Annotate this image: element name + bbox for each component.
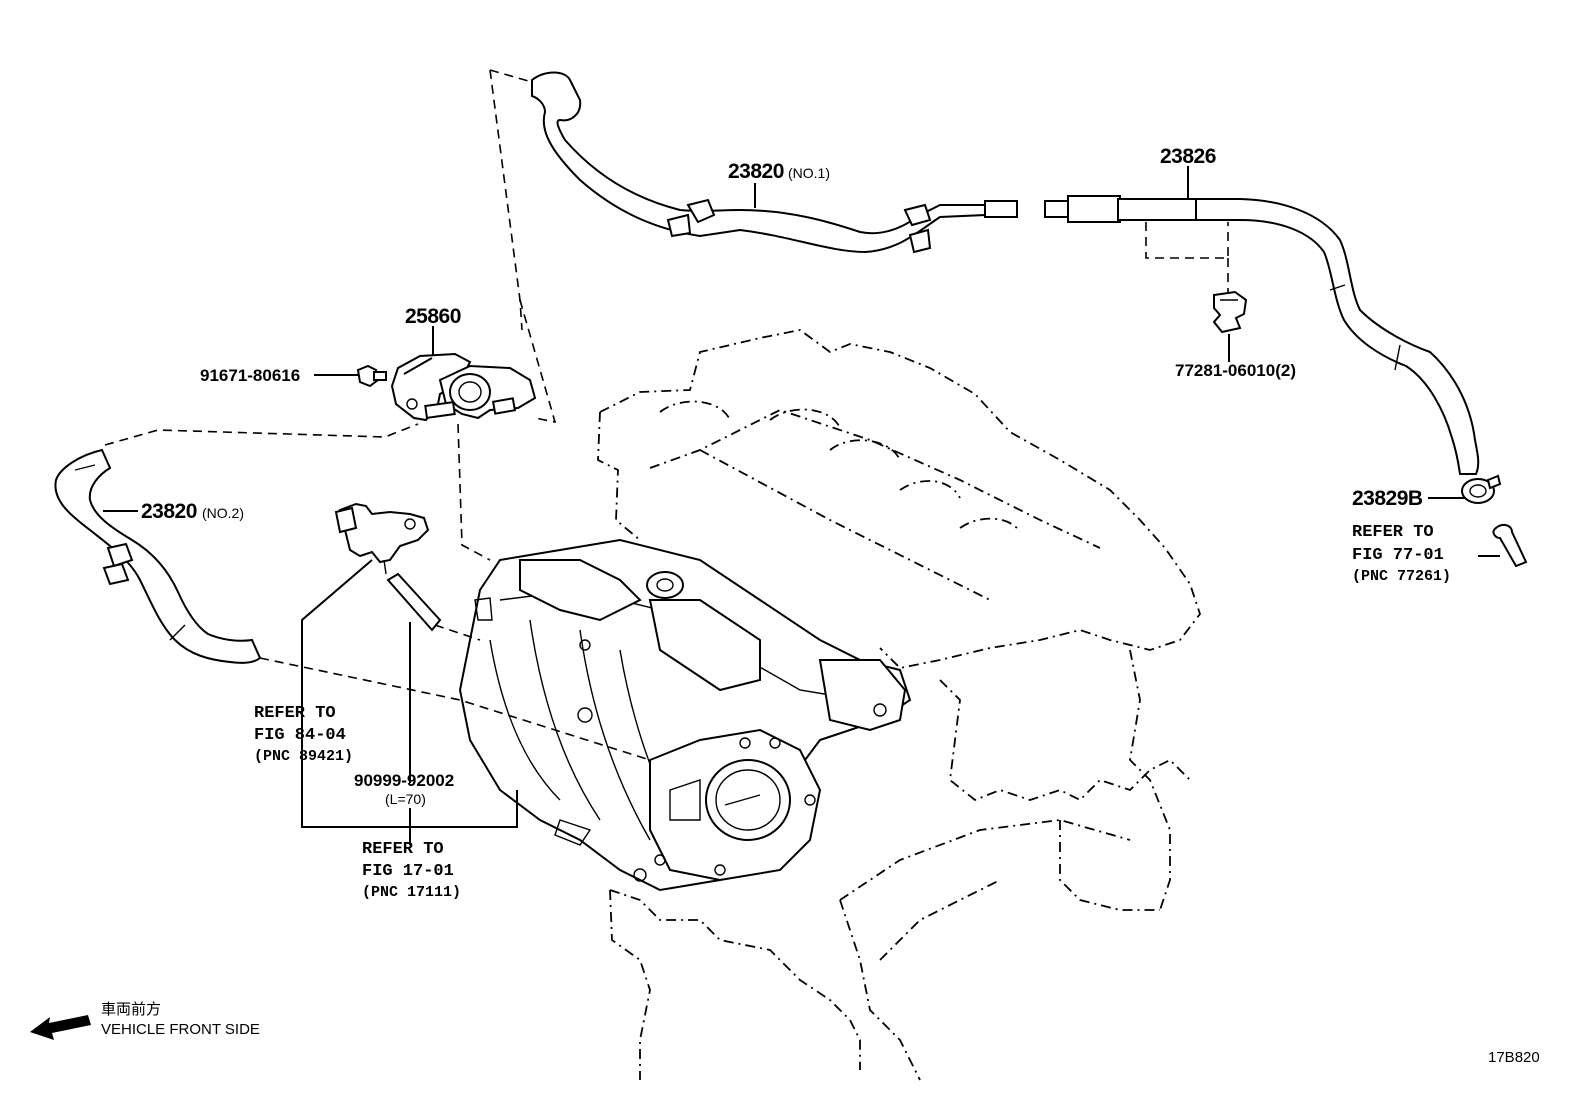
part-labels: 23820 (NO.1) 23826 25860 91671-80616 772… xyxy=(141,145,1451,901)
label-90999-length: (L=70) xyxy=(385,791,426,807)
ref-77-line3: (PNC 77261) xyxy=(1352,568,1451,585)
hose-23820-no1 xyxy=(531,71,1018,254)
ref-84-line1: REFER TO xyxy=(254,704,336,723)
vsv-25860 xyxy=(390,352,537,422)
hose-23820-no2 xyxy=(54,448,262,664)
ref-17-line1: REFER TO xyxy=(362,840,444,859)
label-23826: 23826 xyxy=(1160,145,1216,168)
ref-77-line1: REFER TO xyxy=(1352,523,1434,542)
hose-23826 xyxy=(1044,195,1480,475)
pipe-77-01 xyxy=(1492,524,1528,568)
clamp-23829b xyxy=(1461,474,1502,504)
engine-outline xyxy=(597,329,1202,1081)
front-arrow-icon xyxy=(30,1015,91,1040)
label-23829b: 23829B xyxy=(1352,487,1423,510)
label-91671-80616: 91671-80616 xyxy=(200,366,300,385)
hose-90999 xyxy=(386,572,442,632)
ref-17-line2: FIG 17-01 xyxy=(362,862,454,881)
sensor-part xyxy=(334,502,430,575)
bolt-91671 xyxy=(356,364,387,388)
ref-17-line3: (PNC 17111) xyxy=(362,884,461,901)
intake-manifold xyxy=(458,538,912,892)
label-77281-06010: 77281-06010(2) xyxy=(1175,361,1296,380)
label-23820-no1-suffix: (NO.1) xyxy=(788,165,830,181)
label-23820-no1: 23820 xyxy=(728,160,784,183)
clamp-77281 xyxy=(1212,290,1248,334)
label-90999-92002: 90999-92002 xyxy=(354,771,454,790)
front-label-jp: 車両前方 xyxy=(101,1001,161,1018)
figure-code: 17B820 xyxy=(1488,1049,1540,1066)
vehicle-front-indicator: 車両前方 VEHICLE FRONT SIDE xyxy=(30,1001,260,1040)
ref-84-line3: (PNC 89421) xyxy=(254,748,353,765)
label-23820-no2: 23820 xyxy=(141,500,197,523)
label-25860: 25860 xyxy=(405,305,461,328)
label-23820-no2-suffix: (NO.2) xyxy=(202,505,244,521)
ref-77-line2: FIG 77-01 xyxy=(1352,546,1444,565)
connection-lines xyxy=(103,69,1500,845)
front-label-en: VEHICLE FRONT SIDE xyxy=(101,1021,260,1038)
ref-84-line2: FIG 84-04 xyxy=(254,726,346,745)
